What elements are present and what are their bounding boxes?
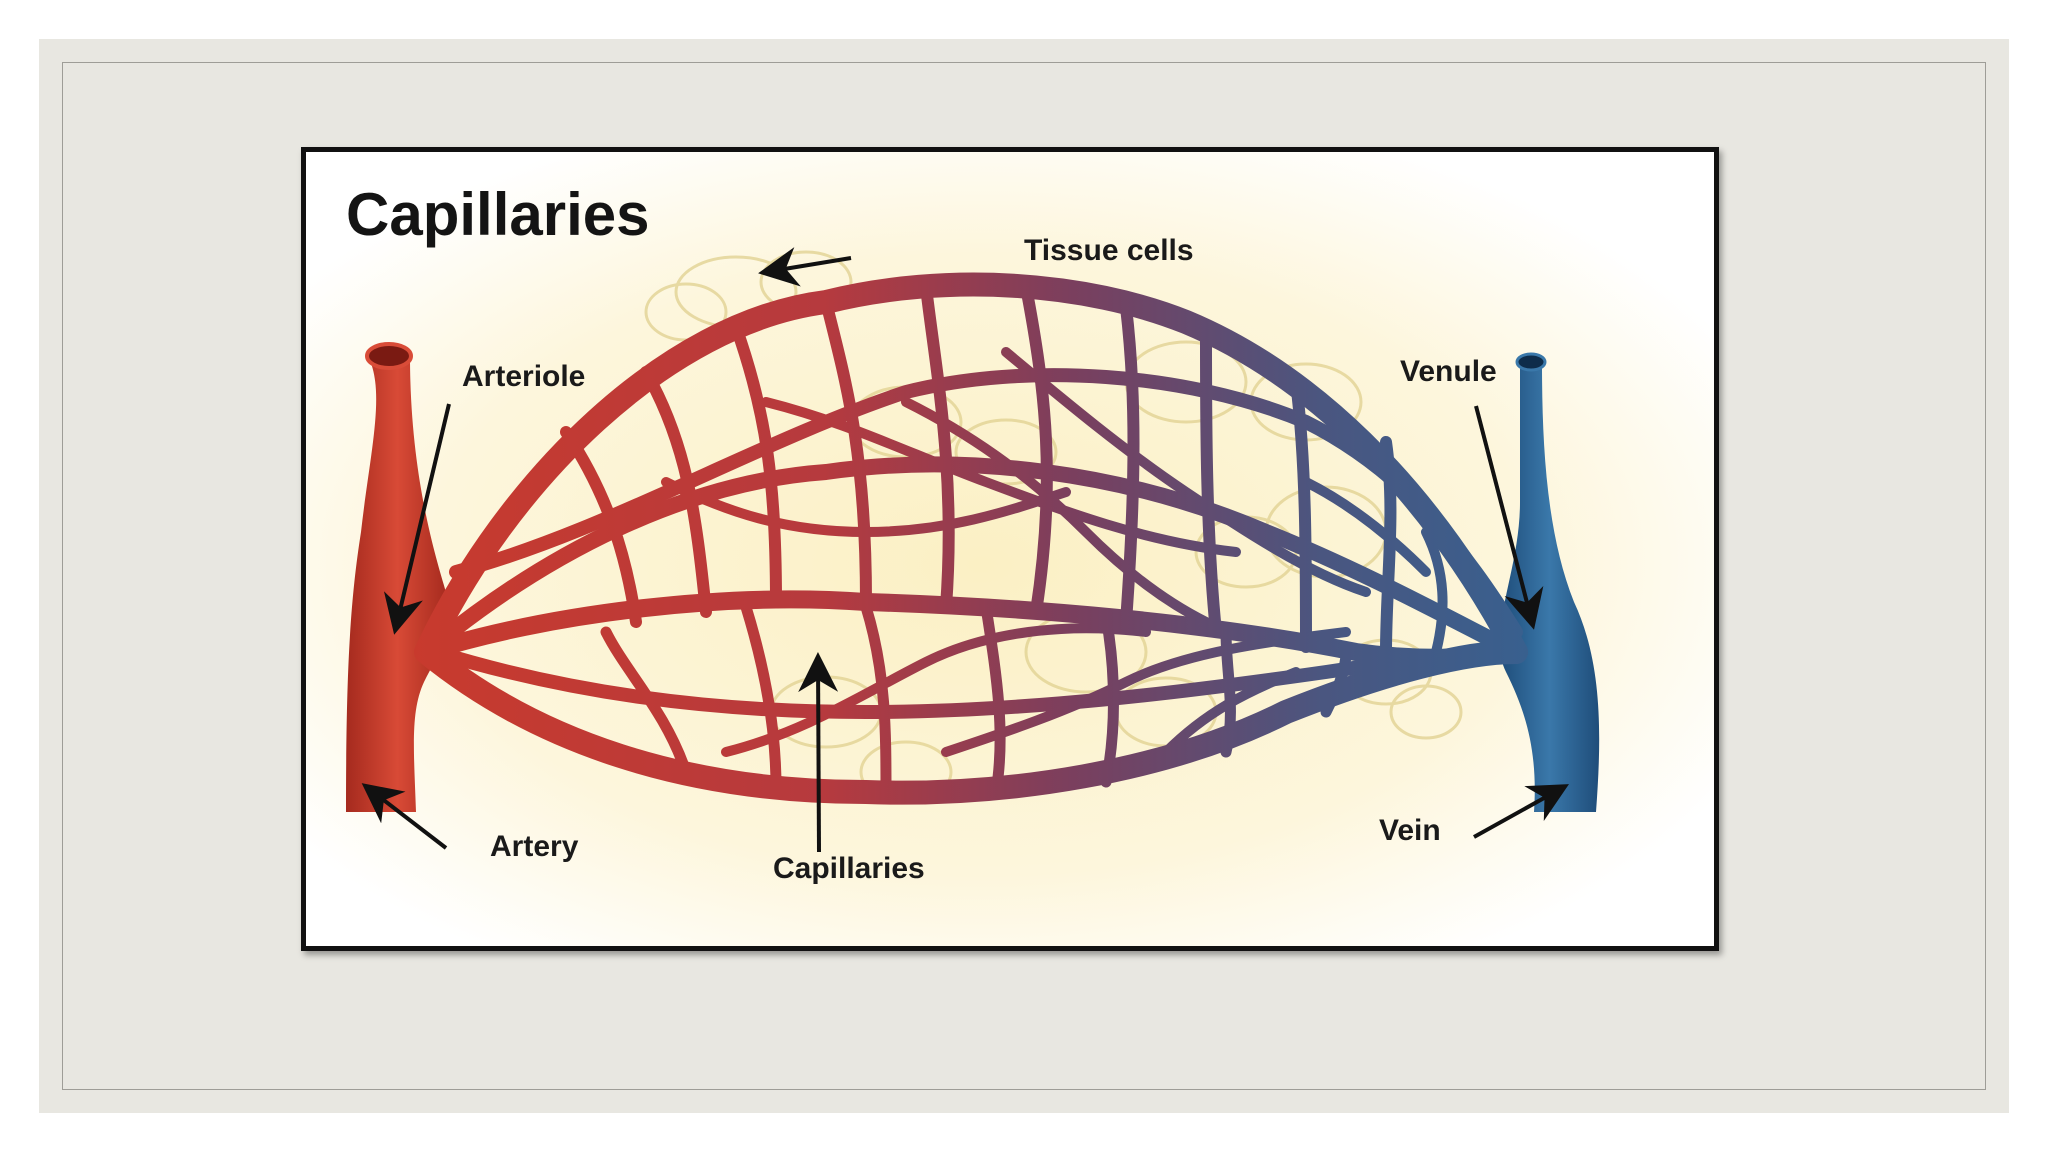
arteriole-arrow (383, 403, 451, 635)
label-arrows (361, 247, 1569, 853)
vein-vessel (1499, 362, 1600, 812)
label-artery: Artery (490, 830, 579, 863)
figure-title: Capillaries (346, 181, 650, 248)
label-capillaries: Capillaries (773, 852, 925, 885)
vein-arrow (1473, 784, 1569, 839)
venule-opening (1515, 352, 1547, 372)
capillaries-arrow (798, 652, 839, 853)
capillary-network-illustration (306, 152, 1714, 946)
label-tissue-cells: Tissue cells (1024, 234, 1194, 267)
capillary-network (414, 272, 1528, 805)
tissue-cells-arrow (758, 247, 852, 287)
artery-arrow (361, 783, 448, 850)
venule-arrow (1474, 405, 1544, 630)
slide-frame (62, 62, 1986, 1090)
label-vein: Vein (1379, 814, 1441, 847)
arteriole-opening (365, 342, 413, 370)
label-arteriole: Arteriole (462, 360, 586, 393)
artery-vessel (346, 356, 449, 812)
label-venule: Venule (1400, 355, 1497, 388)
capillaries-figure: Capillaries Tissue cells Arteriole Venul… (301, 147, 1719, 951)
